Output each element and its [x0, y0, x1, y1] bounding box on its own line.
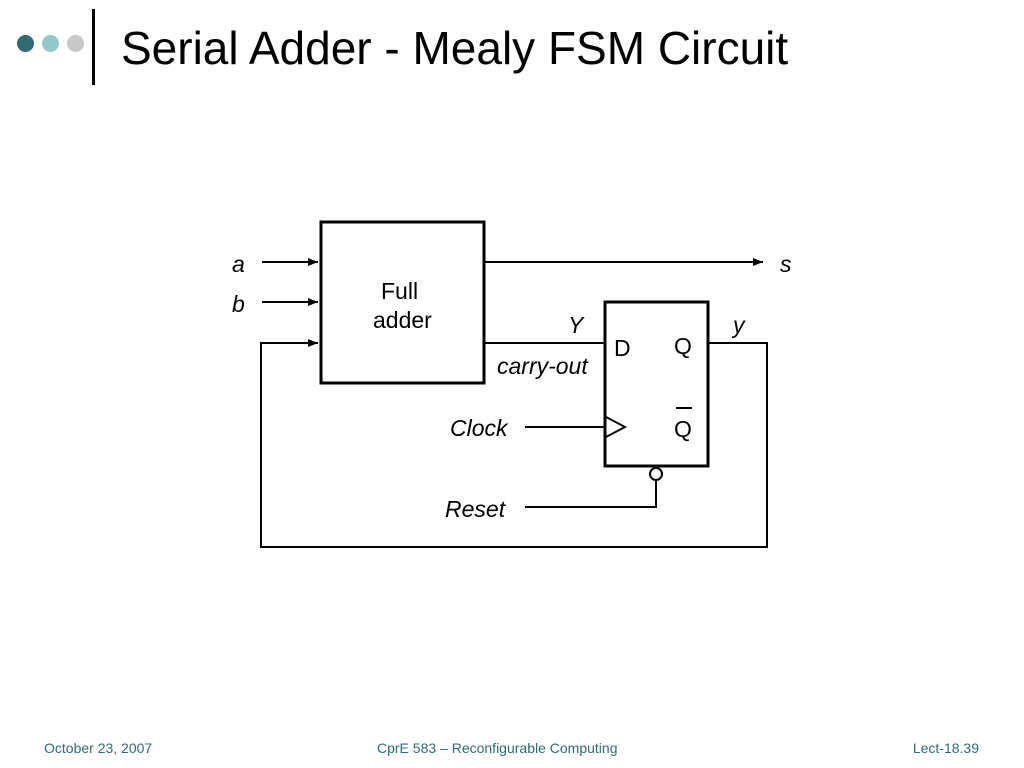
- clock-label: Clock: [450, 415, 509, 441]
- reset-inversion-bubble: [649, 467, 663, 481]
- header-dot-2: [42, 35, 59, 52]
- footer-course-title: CprE 583 – Reconfigurable Computing: [377, 740, 618, 756]
- ff-q-bar-label: Q: [674, 416, 692, 442]
- title-divider: [92, 9, 95, 85]
- carry-out-label: carry-out: [497, 353, 589, 379]
- input-a-label: a: [232, 251, 245, 277]
- clock-edge-triangle: [605, 416, 628, 438]
- reset-wire: [525, 481, 657, 508]
- footer-page-number: Lect-18.39: [912, 740, 979, 756]
- reset-label: Reset: [445, 496, 507, 522]
- full-adder-block: [319, 220, 486, 385]
- full-adder-label-line2: adder: [373, 307, 432, 333]
- next-state-Y-label: Y: [568, 312, 585, 338]
- full-adder-label-line1: Full: [381, 278, 418, 304]
- header-dot-3: [67, 35, 84, 52]
- footer-date: October 23, 2007: [44, 740, 153, 756]
- ff-q-label: Q: [674, 333, 692, 359]
- carry-feedback-wire: [260, 339, 768, 548]
- input-b-label: b: [232, 291, 245, 317]
- output-y-label: y: [731, 312, 746, 338]
- d-flip-flop-block: [603, 300, 710, 468]
- ff-d-label: D: [614, 335, 631, 361]
- header-dot-1: [17, 35, 34, 52]
- output-s-label: s: [780, 251, 792, 277]
- slide-title: Serial Adder - Mealy FSM Circuit: [121, 22, 789, 74]
